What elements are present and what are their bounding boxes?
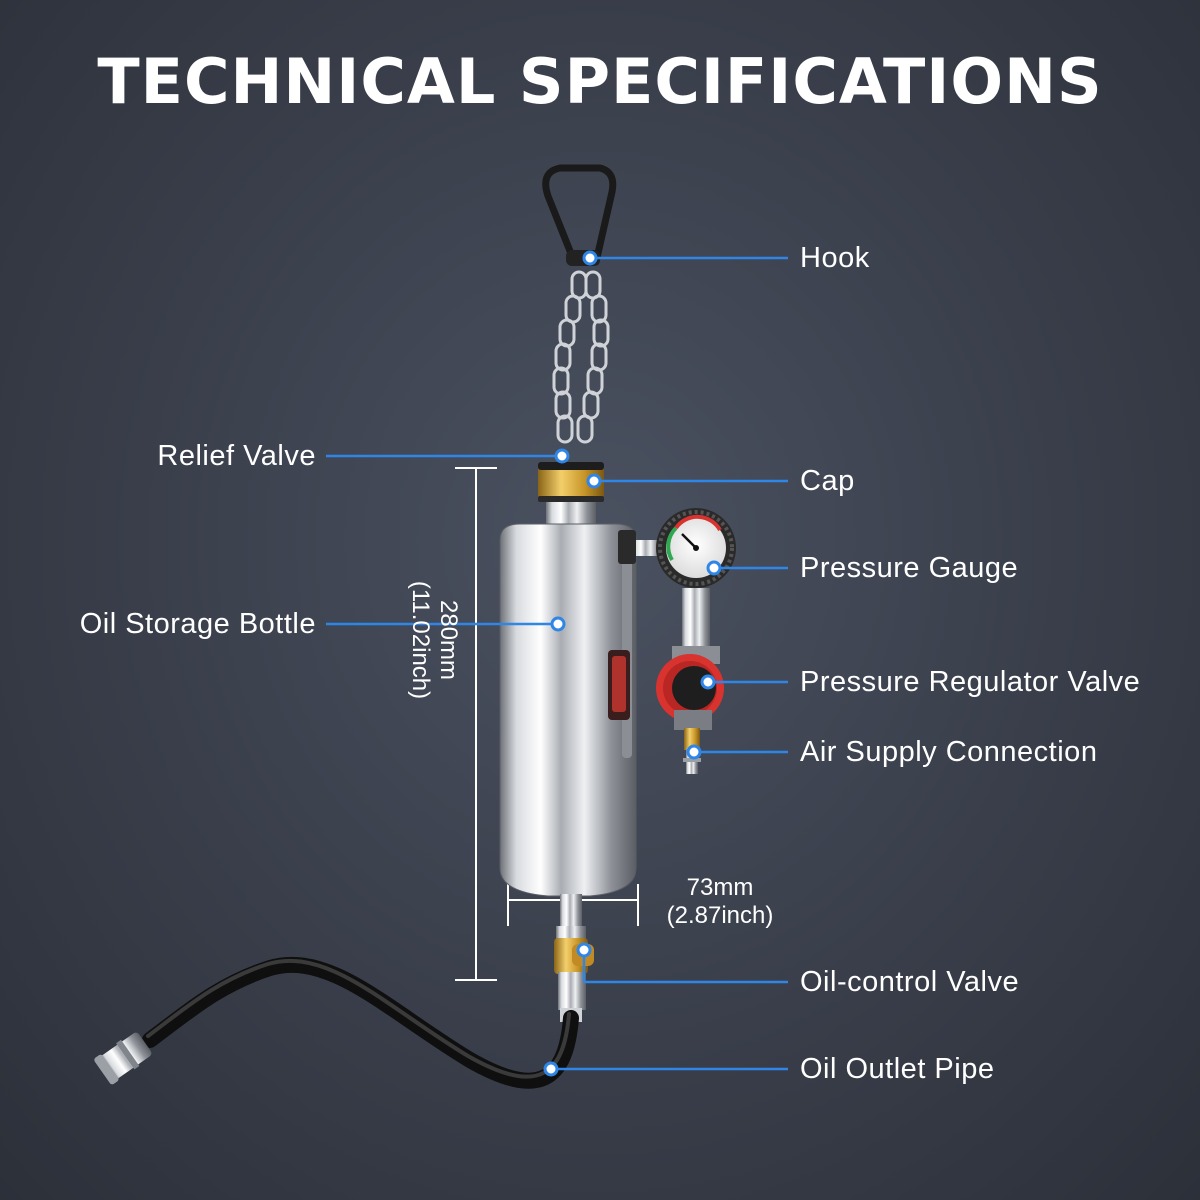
chain <box>552 270 610 444</box>
bottle-dot <box>550 616 566 632</box>
width-dimension: 73mm (2.87inch) <box>640 874 800 930</box>
leader-dots <box>543 250 722 1077</box>
outlet-pipe-dot <box>543 1061 559 1077</box>
label-oil-control-valve: Oil-control Valve <box>800 966 1020 998</box>
label-pressure-regulator-valve: Pressure Regulator Valve <box>800 666 1141 698</box>
label-hook: Hook <box>800 242 870 274</box>
cap <box>538 462 604 526</box>
width-inch: (2.87inch) <box>666 902 774 929</box>
label-pressure-gauge: Pressure Gauge <box>800 552 1019 584</box>
oil-control-valve <box>554 894 594 1022</box>
hook-carabiner <box>542 164 617 266</box>
relief-valve-dot <box>554 448 570 464</box>
width-mm: 73mm <box>686 874 754 901</box>
regulator-dot <box>700 674 716 690</box>
label-relief-valve: Relief Valve <box>157 440 316 472</box>
height-mm: 280mm <box>435 599 462 681</box>
height-dimension-line <box>455 467 497 981</box>
air-supply-dot <box>686 744 702 760</box>
label-oil-outlet-pipe: Oil Outlet Pipe <box>800 1053 995 1085</box>
pressure-regulator-valve <box>656 588 724 730</box>
height-inch: (11.02inch) <box>407 580 434 700</box>
label-oil-storage-bottle: Oil Storage Bottle <box>79 608 316 640</box>
pressure-gauge <box>656 508 736 588</box>
label-cap: Cap <box>800 465 855 497</box>
cap-dot <box>586 473 602 489</box>
oil-control-dot <box>576 942 592 958</box>
hook-dot <box>582 250 598 266</box>
pressure-gauge-dot <box>706 560 722 576</box>
leader-lines <box>326 256 788 1071</box>
label-air-supply-connection: Air Supply Connection <box>800 736 1098 768</box>
page-title: TECHNICAL SPECIFICATIONS <box>97 45 1103 118</box>
oil-outlet-pipe <box>94 956 579 1089</box>
oil-storage-bottle <box>499 523 637 897</box>
gauge-connector <box>618 530 662 564</box>
